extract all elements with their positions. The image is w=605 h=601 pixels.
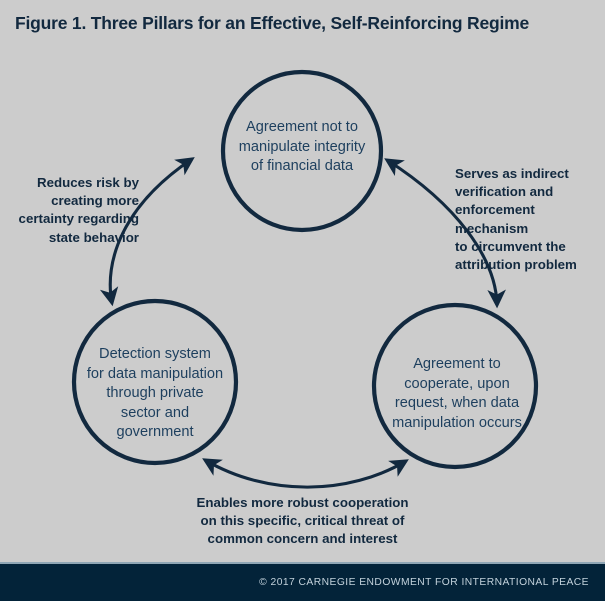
circle-top	[220, 69, 384, 233]
page-title: Figure 1. Three Pillars for an Effective…	[15, 13, 530, 33]
circle-left	[71, 298, 239, 466]
footer-bar: © 2017 CARNEGIE ENDOWMENT FOR INTERNATIO…	[0, 562, 605, 601]
arrow-left-double	[99, 157, 195, 307]
arrow-right-double	[384, 158, 506, 309]
circle-right	[371, 302, 539, 470]
copyright-notice: © 2017 CARNEGIE ENDOWMENT FOR INTERNATIO…	[259, 577, 589, 588]
arrow-bottom-double	[202, 458, 409, 489]
